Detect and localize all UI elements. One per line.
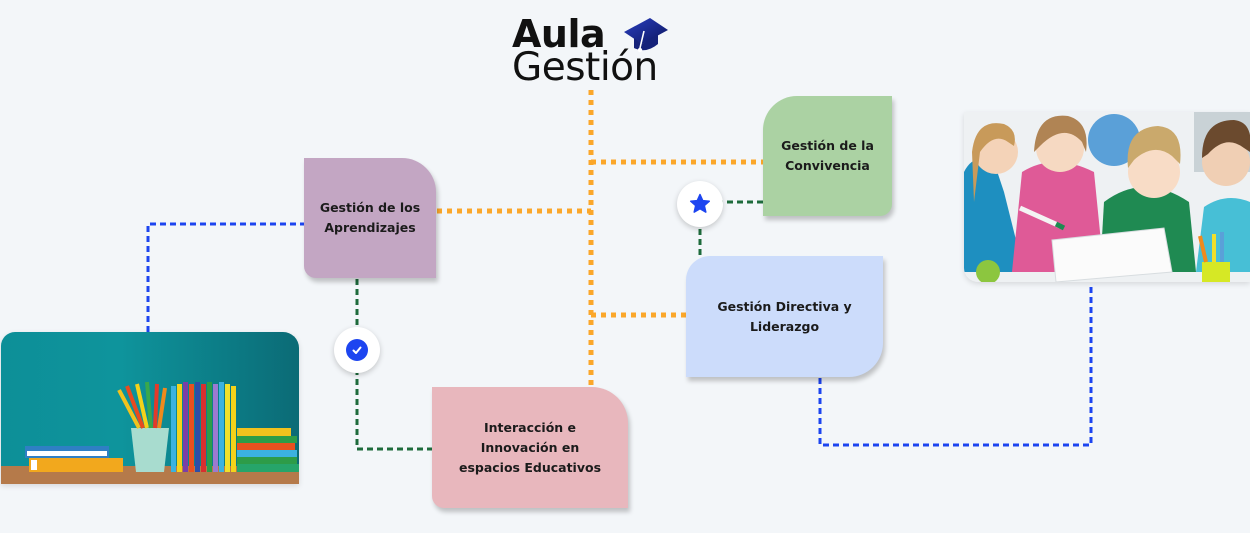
star-badge [677,181,723,227]
blue-line-pencils-to-aprendizajes [146,222,304,332]
node-label: Gestión Directiva y Liderazgo [717,298,852,334]
node-label: Interacción e Innovación en espacios Edu… [458,419,602,475]
check-circle-icon [346,339,368,361]
node-label: Gestión de los Aprendizajes [319,200,421,235]
green-line-aprendizajes-to-interaccion [355,279,432,451]
logo-line-2: Gestión [512,45,658,90]
check-badge [334,327,380,373]
graduation-cap-icon [624,18,668,53]
children-with-tablet-photo [964,112,1250,282]
star-icon [689,193,711,213]
node-gestion-directiva[interactable]: Gestión Directiva y Liderazgo [686,256,883,377]
aula-gestion-logo: Aula Gestión [510,12,680,90]
node-label: Gestión de la Convivencia [781,138,874,173]
pencils-and-books-photo [1,332,299,484]
blue-line-directiva-to-kids [818,284,1093,447]
node-gestion-convivencia[interactable]: Gestión de la Convivencia [763,96,892,216]
logo-line-1: Aula [512,12,606,56]
node-gestion-aprendizajes[interactable]: Gestión de los Aprendizajes [304,158,436,278]
node-interaccion-innovacion[interactable]: Interacción e Innovación en espacios Edu… [432,387,628,508]
